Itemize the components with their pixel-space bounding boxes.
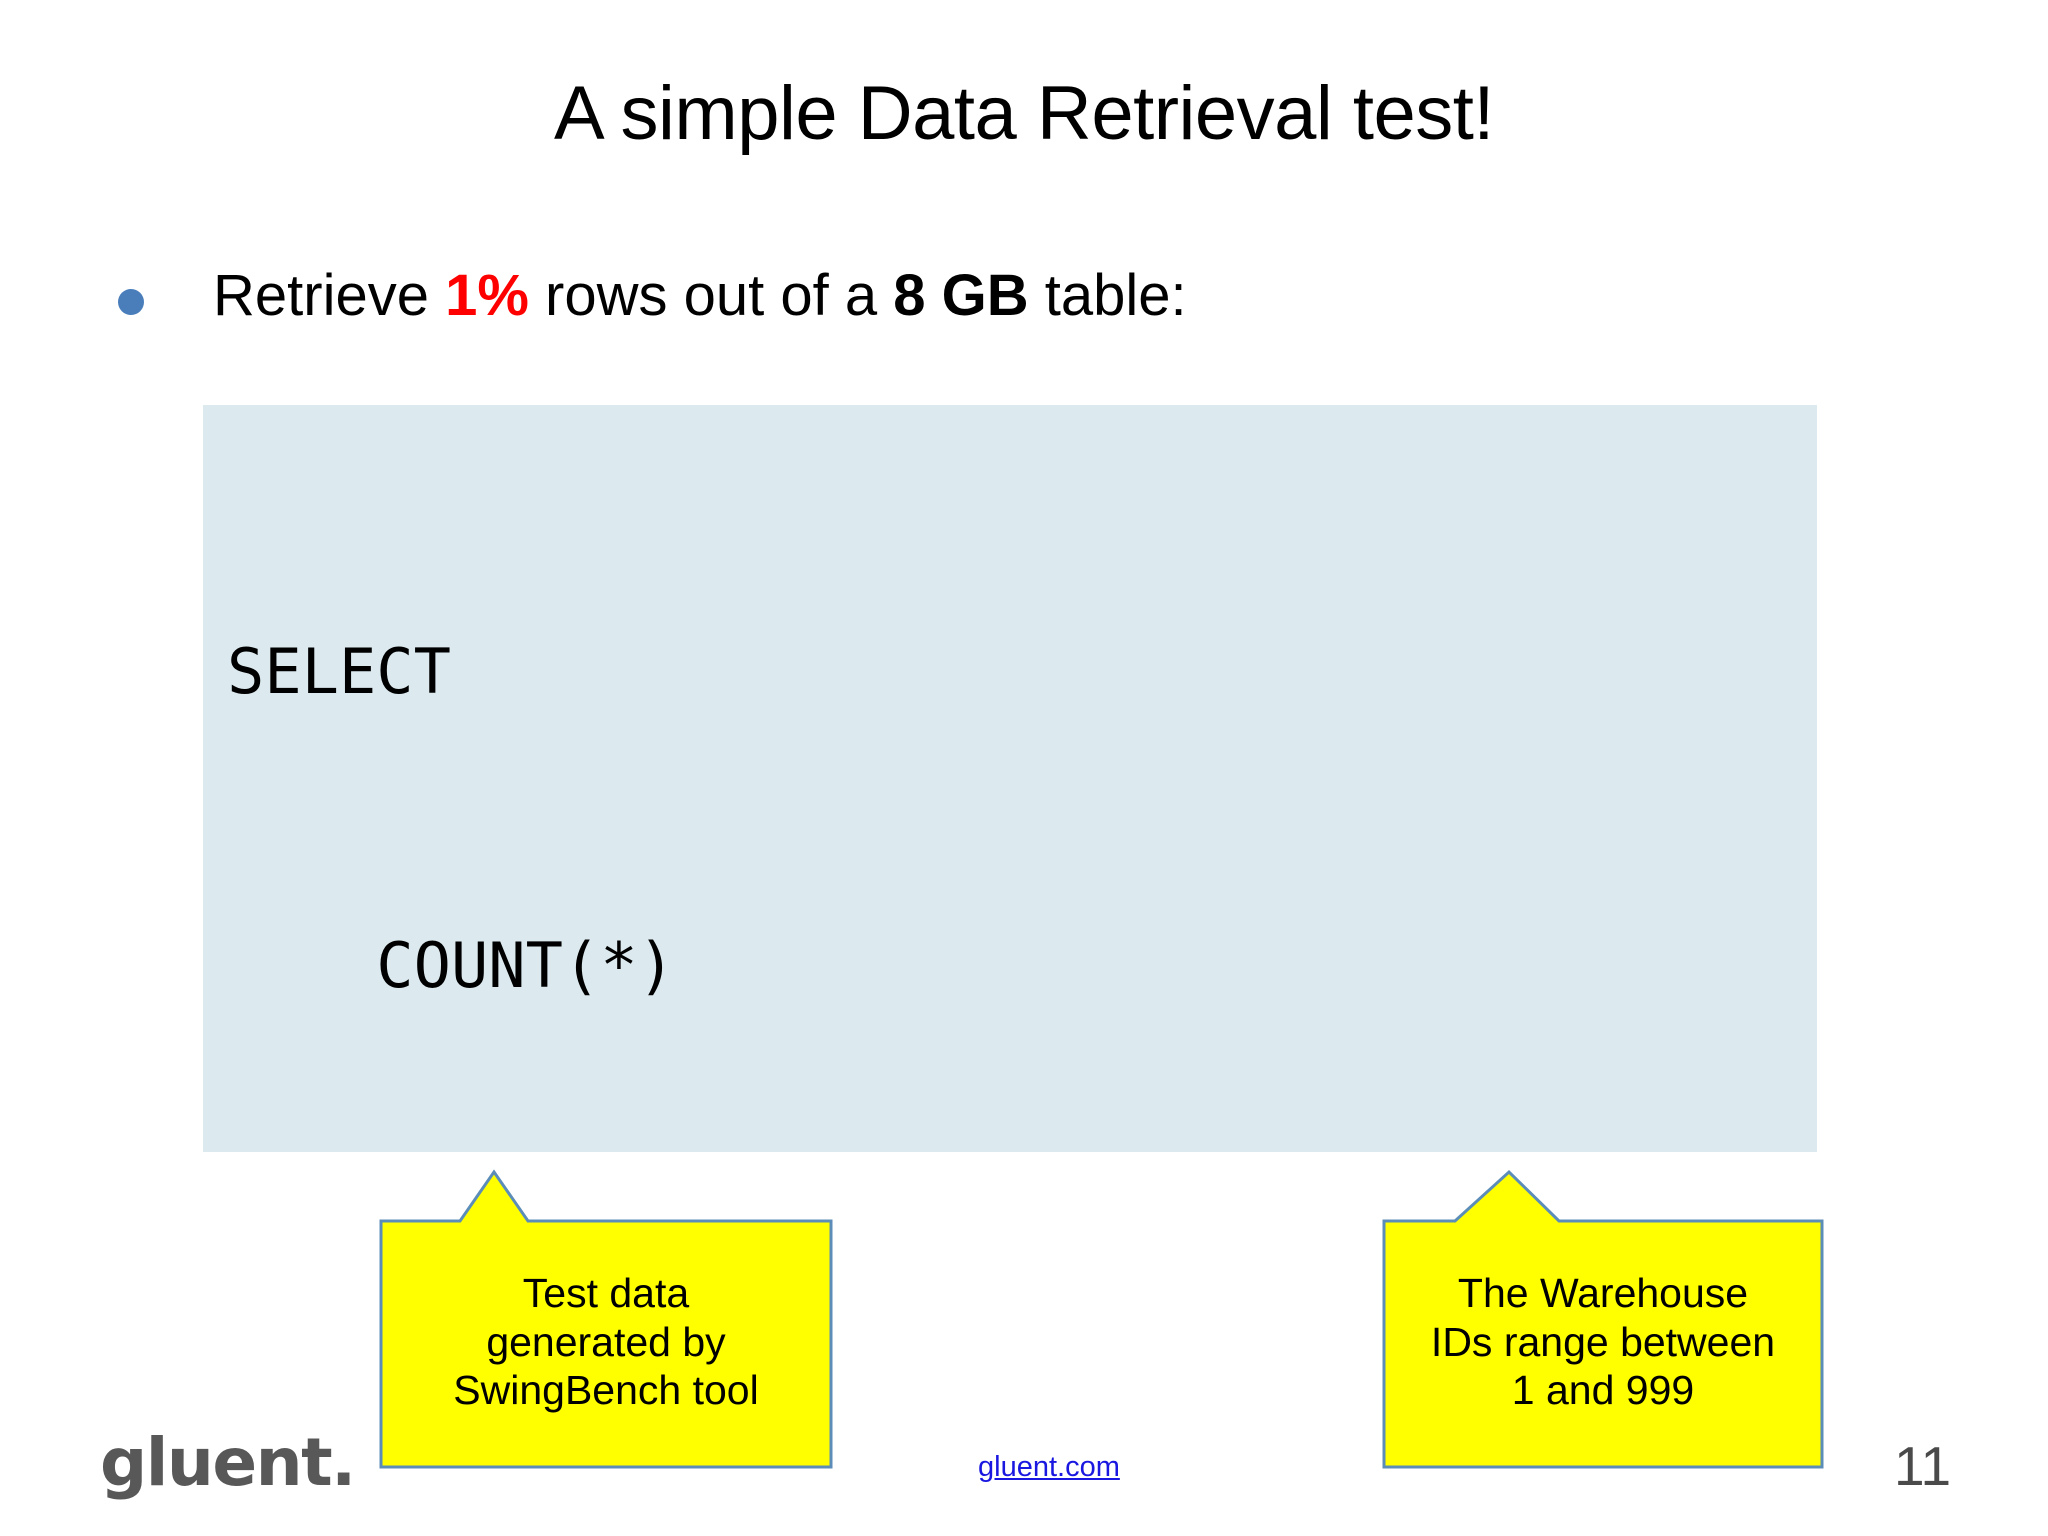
callout-test-data: Test data generated by SwingBench tool: [379, 1168, 833, 1469]
gluent-logo: gluent.: [100, 1424, 356, 1501]
bullet-text-prefix: Retrieve: [213, 263, 446, 328]
code-line-1: SELECT: [227, 635, 451, 708]
footer-website-link[interactable]: gluent.com: [978, 1451, 1120, 1483]
bullet-dot-icon: [118, 289, 144, 315]
bullet-highlight-size: 8 GB: [893, 263, 1029, 328]
page-title: A simple Data Retrieval test!: [553, 71, 1495, 156]
bullet-text-suffix: table:: [1028, 263, 1187, 328]
sql-code-block: SELECT COUNT(*) , SUM(order_total) FROM …: [203, 405, 1817, 1152]
page-number: 11: [1894, 1435, 1952, 1497]
callout-warehouse-ids: The Warehouse IDs range between 1 and 99…: [1382, 1168, 1824, 1469]
bullet-highlight-percent: 1%: [445, 263, 529, 328]
bullet-text-middle: rows out of a: [528, 263, 894, 328]
bullet-list-item: Retrieve 1% rows out of a 8 GB table:: [118, 263, 1818, 330]
code-line-2: COUNT(*): [227, 929, 675, 1002]
bullet-item-label: Retrieve 1% rows out of a 8 GB table:: [213, 263, 1187, 330]
callout-shape-left: [379, 1169, 833, 1469]
callout-shape-right: [1382, 1169, 1824, 1469]
